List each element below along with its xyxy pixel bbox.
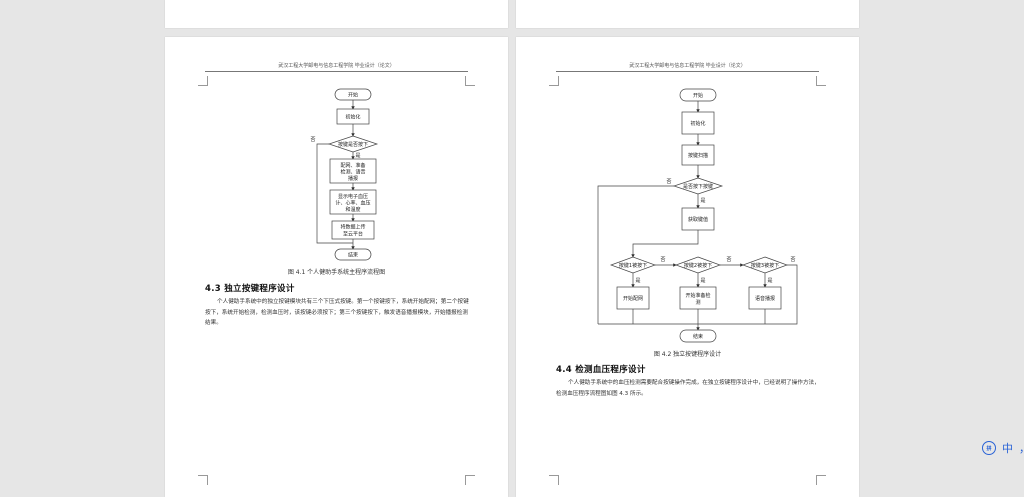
margin-mark bbox=[198, 76, 208, 86]
flow-no-label: 否 bbox=[790, 257, 795, 263]
document-page-right: 武汉工程大学邮电与信息工程学院 毕业设计（论文） bbox=[516, 37, 859, 497]
margin-mark bbox=[198, 475, 208, 485]
flow-init: 初始化 bbox=[690, 120, 705, 127]
margin-mark bbox=[816, 475, 826, 485]
section-title: 4.4 检测血压程序设计 bbox=[556, 365, 646, 375]
flow-start: 开始 bbox=[348, 92, 358, 99]
flow-box2-line3: 和温度 bbox=[345, 206, 360, 213]
ime-logo-icon[interactable]: 拼 bbox=[982, 441, 996, 455]
flow-scan: 按键扫描 bbox=[688, 152, 708, 159]
figure-caption: 图 4.2 独立按键程序设计 bbox=[653, 351, 722, 358]
flow-k1: 按键1被按下 bbox=[619, 262, 647, 269]
page-header: 武汉工程大学邮电与信息工程学院 毕业设计（论文） bbox=[556, 62, 819, 72]
margin-mark bbox=[465, 76, 475, 86]
flow-box1-line2: 检测、语音 bbox=[340, 169, 365, 176]
flow-get-value: 获取键值 bbox=[688, 216, 708, 223]
flow-yes-label: 是 bbox=[700, 278, 705, 284]
flow-a3: 语音播报 bbox=[755, 295, 775, 302]
flow-no-label: 否 bbox=[666, 179, 671, 185]
flow-yes-label: 是 bbox=[767, 278, 772, 284]
flow-decision: 是否按下按键 bbox=[683, 183, 713, 190]
flow-box1-line3: 播报 bbox=[348, 175, 358, 182]
flow-yes-label: 是 bbox=[635, 278, 640, 284]
flow-a2-line1: 开始准备检 bbox=[685, 292, 710, 299]
button-flowchart: 开始 初始化 按键扫描 是否按下按键 否 是 获取键值 按键1被按下 按键2被按… bbox=[597, 88, 798, 343]
body-paragraph: 个人健助手系统中的血压检测需要配合按键操作完成，在独立按键程序设计中，已经说明了… bbox=[556, 380, 820, 397]
flow-decision: 按键是否按下 bbox=[338, 141, 368, 148]
flow-end: 结束 bbox=[348, 252, 358, 259]
flow-box3-line1: 将数据上传 bbox=[340, 224, 365, 231]
flow-start: 开始 bbox=[693, 92, 703, 99]
margin-mark bbox=[465, 475, 475, 485]
flow-k3: 按键3被按下 bbox=[751, 262, 779, 269]
flow-k2: 按键2被按下 bbox=[684, 262, 712, 269]
figure-caption: 图 4.1 个人健助手系统主程序流程图 bbox=[287, 269, 386, 276]
flow-yes-label: 是 bbox=[355, 153, 360, 159]
ime-punctuation-label[interactable]: ， bbox=[1019, 440, 1024, 456]
flow-yes-label: 是 bbox=[700, 198, 705, 204]
margin-mark bbox=[816, 76, 826, 86]
flow-a1: 开始配网 bbox=[623, 295, 643, 302]
flow-a2-line2: 测 bbox=[695, 299, 700, 306]
previous-page-right bbox=[516, 0, 859, 28]
flow-no-label: 否 bbox=[310, 137, 315, 143]
flow-box2-line2: 计、心率、血压 bbox=[335, 200, 370, 207]
flow-no-label: 否 bbox=[660, 257, 665, 263]
flow-init: 初始化 bbox=[345, 114, 360, 121]
flow-box3-line2: 至云平台 bbox=[343, 231, 363, 238]
margin-mark bbox=[549, 475, 559, 485]
document-page-left: 武汉工程大学邮电与信息工程学院 毕业设计（论文） 开始 初始化 bbox=[165, 37, 508, 497]
flow-box1-line1: 配网、准备 bbox=[340, 162, 365, 169]
ime-toolbar[interactable]: 拼 中 ， bbox=[982, 440, 1024, 456]
flow-no-label: 否 bbox=[726, 257, 731, 263]
section-title: 4.3 独立按键程序设计 bbox=[205, 284, 295, 294]
flow-end: 结束 bbox=[693, 333, 703, 340]
page-header: 武汉工程大学邮电与信息工程学院 毕业设计（论文） bbox=[205, 62, 468, 72]
flow-box2-line1: 显示电子血压 bbox=[338, 193, 368, 200]
margin-mark bbox=[549, 76, 559, 86]
body-paragraph: 个人健助手系统中的独立按键模块共有三个下压式按键。第一个按键按下，系统开始配网；… bbox=[205, 299, 469, 326]
previous-page-left bbox=[165, 0, 508, 28]
main-flowchart: 开始 初始化 按键是否按下 否 是 配网、准备 检测、语音 播报 显示电子血压 … bbox=[310, 88, 379, 261]
ime-language-label[interactable]: 中 bbox=[1002, 442, 1013, 455]
